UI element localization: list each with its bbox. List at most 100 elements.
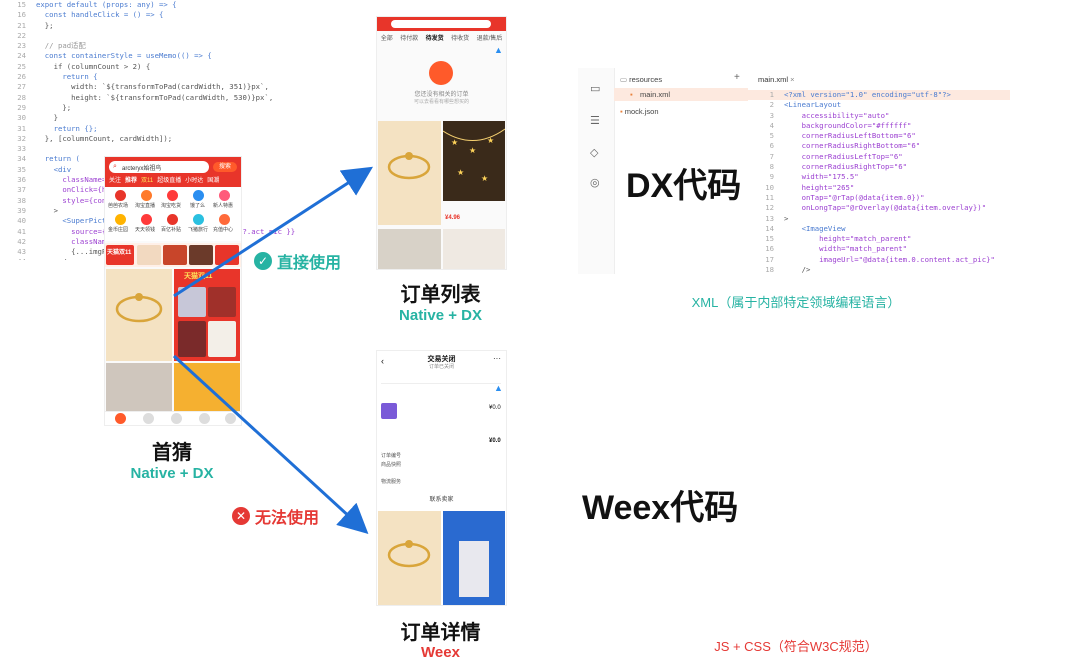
message-tab-icon[interactable] — [171, 413, 182, 424]
order-detail-subtitle: Weex — [421, 644, 460, 661]
order-tab[interactable]: 全部 — [380, 36, 393, 42]
feed-card-bracelet[interactable] — [378, 511, 441, 605]
feed-card-bracelet[interactable] — [106, 269, 172, 361]
feed-card-lamps[interactable] — [378, 229, 441, 269]
feed-card-fridge[interactable] — [443, 511, 505, 605]
code-line: 33 — [0, 144, 300, 154]
feed-card-pillow[interactable] — [106, 363, 172, 413]
search-input[interactable]: ⌕ arcteryx始祖鸟 — [109, 161, 209, 173]
svg-text:★: ★ — [481, 174, 488, 183]
money-icon[interactable] — [141, 214, 152, 225]
newuser-icon[interactable] — [219, 190, 230, 201]
home-icon-grid: 芭芭农场 淘宝直播 淘宝吃货 饿了么 新人特惠 金币庄园 天天领钱 百亿补贴 飞… — [105, 187, 241, 241]
search-input[interactable] — [391, 20, 491, 28]
home-tab[interactable]: 推荐 — [125, 178, 138, 184]
coin-icon[interactable] — [115, 214, 126, 225]
code-line: 40 <SuperPicture — [0, 216, 300, 226]
tree-file-mock-json[interactable]: ▪ mock.json — [620, 107, 659, 116]
code-line: 28 height: `${transformToPad(cardWidth, … — [0, 93, 300, 103]
farm-icon[interactable] — [115, 190, 126, 201]
plugin-icon[interactable]: ◇ — [590, 147, 599, 159]
line-number: 11 — [765, 192, 774, 202]
line-number: 16 — [17, 10, 26, 20]
video-tab-icon[interactable] — [143, 413, 154, 424]
settings-icon[interactable]: ☰ — [590, 115, 600, 127]
editor-tab[interactable]: main.xml × — [758, 75, 795, 84]
feed-card-promo[interactable]: 天猫双11 — [174, 269, 240, 361]
code-line: 25 if (columnCount > 2) { — [0, 62, 300, 72]
code-line: 34 return ( — [0, 154, 300, 164]
line-number: 26 — [17, 72, 26, 82]
tree-file-main-xml[interactable]: ▪main.xml — [614, 88, 748, 101]
order-tab[interactable]: 待发货 — [425, 36, 444, 42]
home-tab[interactable]: 关注 — [109, 178, 122, 184]
close-icon[interactable]: × — [790, 75, 795, 84]
home-tab[interactable]: 国潮 — [207, 178, 220, 184]
svg-text:★: ★ — [451, 138, 458, 147]
home-tab[interactable]: 超级直播 — [157, 178, 182, 184]
line-number: 43 — [17, 247, 26, 257]
product-thumb[interactable] — [381, 403, 397, 419]
line-number: 27 — [17, 82, 26, 92]
folder-icon[interactable]: ▭ — [590, 83, 601, 95]
order-tab[interactable]: 退款/售后 — [476, 36, 503, 42]
product-price: ¥0.0 — [489, 405, 501, 411]
home-banner[interactable]: 天猫双11 — [105, 243, 241, 267]
code-text: backgroundColor="#ffffff" — [784, 120, 912, 130]
travel-icon[interactable] — [193, 214, 204, 225]
home-tab[interactable]: 双11 — [141, 178, 154, 184]
contact-seller-button[interactable]: 联系卖家 — [429, 497, 454, 503]
code-text: onTap="@rTap(@data{item.0})" — [784, 192, 925, 202]
back-icon[interactable]: ‹ — [381, 356, 384, 366]
order-tab[interactable]: 待付款 — [400, 36, 419, 42]
line-number: 36 — [17, 175, 26, 185]
cart-tab-icon[interactable] — [199, 413, 210, 424]
grid-label: 淘宝吃货 — [161, 203, 182, 209]
feed-card-plate[interactable] — [443, 229, 505, 269]
line-number: 15 — [17, 0, 26, 9]
line-number: 3 — [769, 110, 774, 120]
live-icon[interactable] — [141, 190, 152, 201]
feed-card-bracelet[interactable] — [378, 121, 441, 225]
line-number: 16 — [765, 244, 774, 254]
star-lights-image: ★★★★★ — [442, 128, 506, 183]
ok-label: 直接使用 — [277, 255, 342, 272]
feed-card-lights[interactable]: ★★★★★ — [442, 121, 506, 201]
tree-folder-resources[interactable]: ▭ resources — [620, 75, 663, 84]
dx-label: DX代码 — [626, 167, 742, 205]
order-tab[interactable]: 待收货 — [451, 36, 470, 42]
search-text: arcteryx始祖鸟 — [122, 166, 162, 172]
code-text: }; — [36, 20, 54, 30]
home-tab-icon[interactable] — [115, 413, 126, 424]
address-row — [381, 375, 501, 384]
code-text: height="265" — [784, 182, 855, 192]
more-icon[interactable]: ··· — [493, 354, 501, 363]
svg-text:★: ★ — [469, 146, 476, 155]
line-number: 44 — [0, 257, 26, 260]
food-icon[interactable] — [167, 190, 178, 201]
line-number: 18 — [765, 265, 774, 274]
home-tab[interactable]: 小时达 — [185, 178, 204, 184]
price-row: ¥0.0 — [489, 438, 501, 444]
line-number: 39 — [17, 205, 26, 215]
subsidy-icon[interactable] — [167, 214, 178, 225]
svg-text:★: ★ — [487, 136, 494, 145]
order-list-tabs: 全部 待付款 待发货 待收货 退款/售后 — [377, 35, 506, 45]
search-button[interactable]: 搜索 — [213, 162, 237, 172]
line-number: 5 — [769, 131, 774, 141]
line-number: 10 — [765, 182, 774, 192]
code-line: 32 }, [columnCount, cardWidth]); — [0, 134, 300, 144]
line-number: 9 — [769, 172, 774, 182]
code-line: 31 return {}; — [0, 124, 300, 134]
recharge-icon[interactable] — [219, 214, 230, 225]
debug-icon[interactable]: ◎ — [590, 177, 600, 189]
eleme-icon[interactable] — [193, 190, 204, 201]
empty-order-subtext: 可以去看看有哪些想买的 — [413, 99, 469, 105]
line-number: 41 — [17, 226, 26, 236]
line-number: 17 — [765, 254, 774, 264]
mine-tab-icon[interactable] — [225, 413, 236, 424]
home-tabs: 关注 推荐 双11 超级直播 小时达 国潮 — [105, 177, 241, 187]
add-icon[interactable]: + — [734, 72, 740, 83]
home-tabbar — [105, 411, 241, 425]
